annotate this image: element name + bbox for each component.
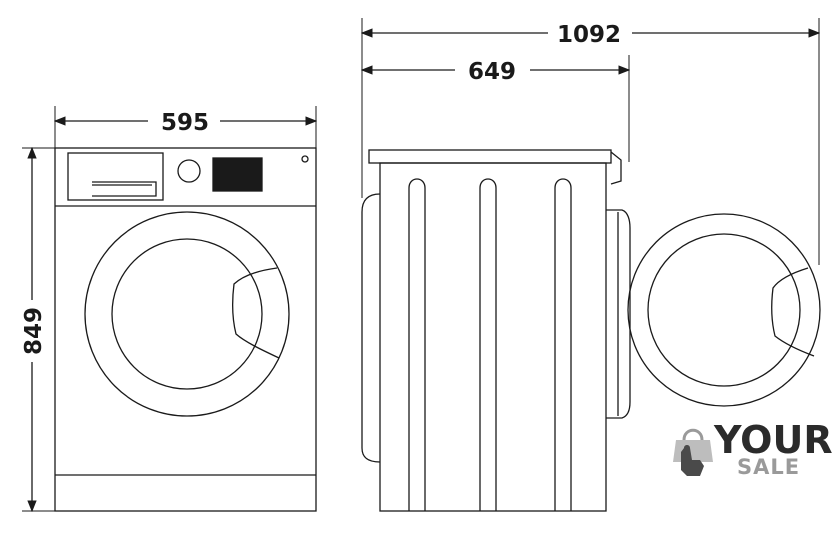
depth-door-open-label: 1092 xyxy=(557,22,621,48)
height-label: 849 xyxy=(21,307,47,355)
display-screen xyxy=(212,157,263,192)
drawer-handle xyxy=(92,181,157,197)
open-door-inner-ring xyxy=(647,233,801,387)
open-door-handle xyxy=(771,267,815,357)
door-handle xyxy=(232,267,280,359)
door-inner-ring xyxy=(111,238,263,390)
control-knob-side xyxy=(610,151,622,185)
open-door-view xyxy=(627,213,821,407)
door-outer-ring xyxy=(84,211,290,417)
dimension-total-depth: 1092 xyxy=(360,18,821,265)
width-label: 595 xyxy=(161,110,209,136)
detergent-drawer xyxy=(67,152,164,201)
depth-label: 649 xyxy=(468,59,516,85)
side-body xyxy=(379,162,607,512)
side-view xyxy=(361,149,631,512)
front-door-profile xyxy=(606,209,631,419)
open-door-outer-ring xyxy=(627,213,821,407)
back-bump xyxy=(361,193,381,463)
front-view xyxy=(54,147,317,512)
yoursale-watermark: YOUR SALE xyxy=(673,418,833,479)
dimension-height: 849 xyxy=(21,146,55,513)
watermark-word1: YOUR xyxy=(713,418,833,462)
cabinet-outline xyxy=(54,147,317,512)
side-rib-1 xyxy=(408,178,426,511)
watermark-word2: SALE xyxy=(737,455,800,479)
side-rib-2 xyxy=(479,178,497,511)
top-panel xyxy=(368,149,612,164)
dimension-depth: 649 xyxy=(360,55,631,162)
power-indicator xyxy=(301,155,309,163)
side-rib-3 xyxy=(554,178,572,511)
shopping-bag-hand-icon xyxy=(673,428,713,476)
dimension-width: 595 xyxy=(53,106,318,148)
program-knob xyxy=(177,159,201,183)
